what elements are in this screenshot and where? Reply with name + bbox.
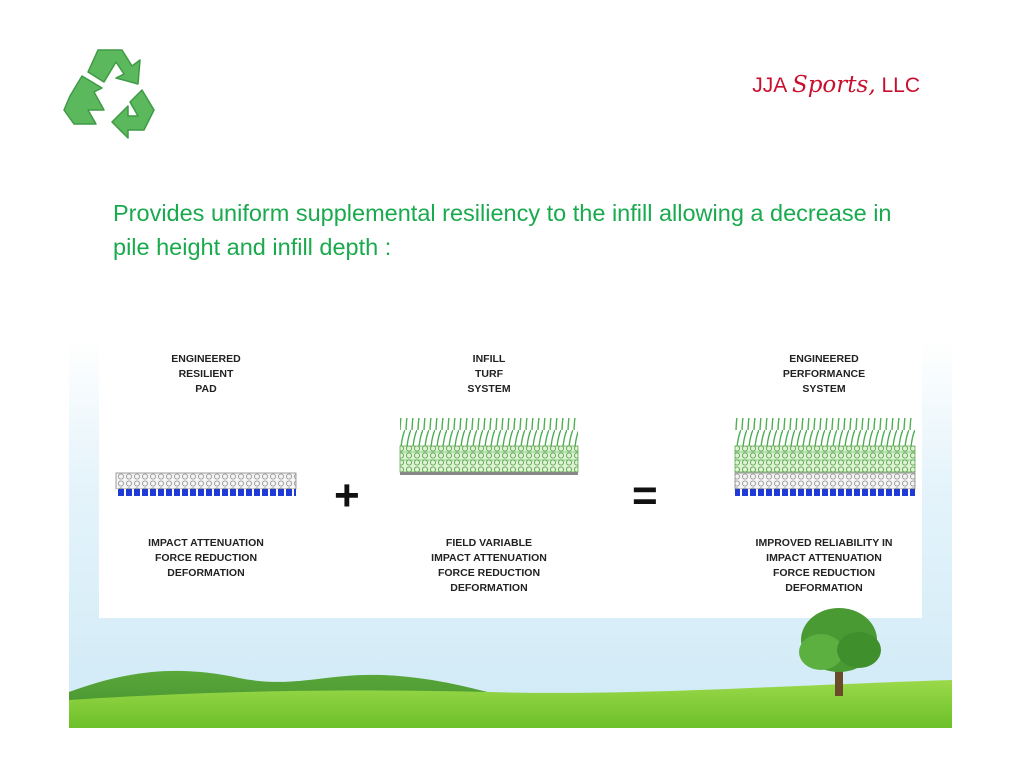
turf-title: INFILL TURF SYSTEM [467, 353, 511, 395]
company-name-suffix: LLC [875, 74, 920, 97]
system-title: ENGINEERED PERFORMANCE SYSTEM [782, 353, 866, 395]
company-name-prefix: JJA [752, 74, 792, 97]
turf-system-diagram: ENGINEERED RESILIENT PAD INFILL TURF SYS… [69, 340, 952, 728]
diagram-artwork [69, 340, 952, 728]
infill-turf-graphic [399, 418, 579, 475]
equals-sign: = [632, 471, 658, 520]
turf-caption: FIELD VARIABLE IMPACT ATTENUATION FORCE … [431, 537, 547, 594]
plus-sign: + [334, 471, 360, 520]
system-caption: IMPROVED RELIABILITY IN IMPACT ATTENUATI… [755, 537, 893, 594]
recycle-logo [60, 44, 172, 154]
headline: Provides uniform supplemental resiliency… [113, 200, 892, 260]
company-name: JJA Sports, LLC [752, 72, 920, 98]
company-name-script: Sports, [791, 72, 876, 98]
resilient-pad-graphic [115, 472, 297, 496]
performance-system-graphic [734, 418, 916, 496]
recycle-icon [63, 49, 155, 139]
pad-caption: IMPACT ATTENUATION FORCE REDUCTION DEFOR… [148, 537, 264, 579]
pad-title: ENGINEERED RESILIENT PAD [171, 353, 241, 395]
